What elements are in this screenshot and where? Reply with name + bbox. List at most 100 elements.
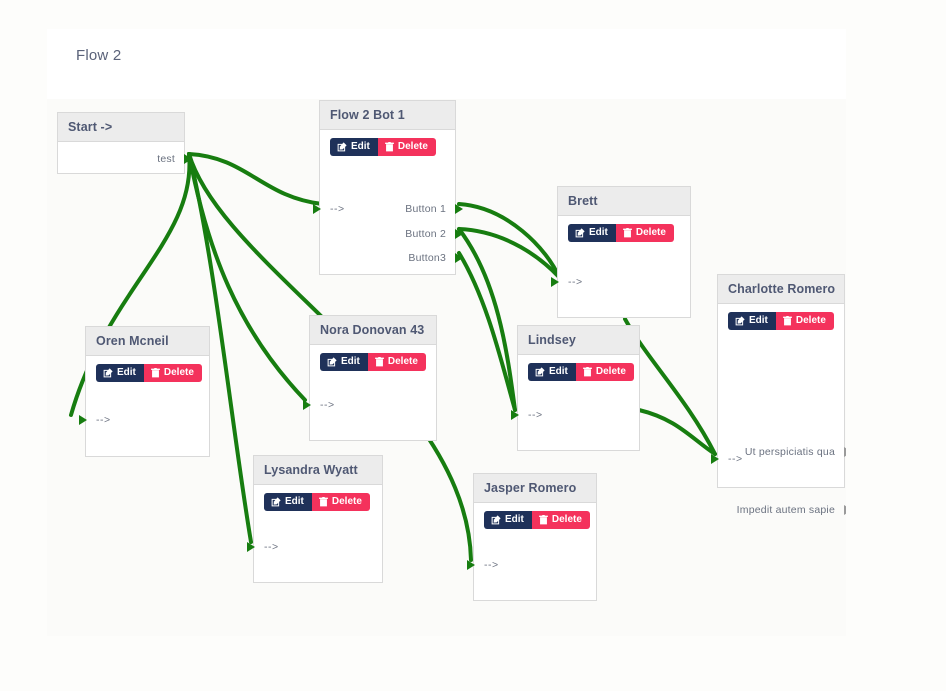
delete-button[interactable]: Delete	[775, 312, 834, 330]
node-body: Edit Delete -->	[247, 485, 382, 580]
delete-button[interactable]: Delete	[575, 363, 634, 381]
node-actions: Edit Delete	[254, 485, 382, 511]
input-port-marker-icon-0[interactable]	[467, 560, 475, 570]
edit-button[interactable]: Edit	[96, 364, 144, 382]
trash-icon	[583, 367, 592, 377]
node-output-port-0[interactable]: test	[157, 153, 175, 165]
flow-edge	[457, 202, 561, 279]
node-actions: Edit Delete	[558, 216, 690, 242]
node-input-port-0[interactable]: -->	[330, 203, 345, 215]
delete-button-label: Delete	[331, 496, 362, 507]
flow-header: Flow 2	[47, 29, 846, 99]
edit-button-label: Edit	[351, 141, 370, 152]
page-title: Flow 2	[76, 47, 122, 64]
delete-button[interactable]: Delete	[377, 138, 436, 156]
edit-button[interactable]: Edit	[528, 363, 576, 381]
node-output-port-1[interactable]: Impedit autem sapie	[736, 504, 835, 516]
edit-button-label: Edit	[285, 496, 304, 507]
flow-node-start[interactable]: Start -> test	[57, 112, 192, 174]
node-body: Edit Delete --> Button 1 Button 2 Button3	[313, 130, 463, 272]
delete-button[interactable]: Delete	[311, 493, 370, 511]
edit-button-label: Edit	[589, 227, 608, 238]
input-port-marker-icon-0[interactable]	[303, 400, 311, 410]
node-title: Brett	[558, 187, 690, 216]
node-title: Start ->	[58, 113, 184, 142]
input-port-marker-icon-0[interactable]	[511, 410, 519, 420]
edit-button[interactable]: Edit	[728, 312, 776, 330]
edit-icon	[327, 357, 337, 367]
flow-edge	[457, 227, 517, 412]
output-port-marker-icon-0[interactable]	[455, 204, 463, 214]
output-port-marker-icon-0[interactable]	[184, 154, 192, 164]
output-port-marker-icon-1[interactable]	[455, 229, 463, 239]
edit-button[interactable]: Edit	[264, 493, 312, 511]
edit-icon	[575, 228, 585, 238]
edit-button-label: Edit	[341, 356, 360, 367]
edit-button[interactable]: Edit	[320, 353, 368, 371]
node-output-port-1[interactable]: Button 2	[405, 228, 446, 240]
edit-icon	[535, 367, 545, 377]
node-input-port-0[interactable]: -->	[96, 414, 111, 426]
node-actions: Edit Delete	[718, 304, 844, 330]
delete-button[interactable]: Delete	[143, 364, 202, 382]
delete-button-label: Delete	[397, 141, 428, 152]
node-title: Oren Mcneil	[86, 327, 209, 356]
delete-button[interactable]: Delete	[367, 353, 426, 371]
edit-button[interactable]: Edit	[484, 511, 532, 529]
delete-button[interactable]: Delete	[615, 224, 674, 242]
flow-edge	[457, 251, 517, 412]
delete-button[interactable]: Delete	[531, 511, 590, 529]
node-input-port-0[interactable]: -->	[320, 399, 335, 411]
delete-button-label: Delete	[551, 514, 582, 525]
trash-icon	[151, 368, 160, 378]
node-body: Edit Delete -->	[551, 216, 690, 315]
node-actions: Edit Delete	[518, 355, 639, 381]
node-body: Edit Delete -->	[511, 355, 639, 448]
node-output-port-2[interactable]: Button3	[408, 252, 446, 264]
delete-button-label: Delete	[387, 356, 418, 367]
node-title: Lysandra Wyatt	[254, 456, 382, 485]
edit-button-label: Edit	[549, 366, 568, 377]
edit-button[interactable]: Edit	[568, 224, 616, 242]
node-input-port-0[interactable]: -->	[264, 541, 279, 553]
edit-button[interactable]: Edit	[330, 138, 378, 156]
node-title: Charlotte Romero	[718, 275, 844, 304]
input-port-marker-icon-0[interactable]	[313, 204, 321, 214]
node-body: Edit Delete -->	[467, 503, 596, 598]
output-port-marker-icon-1[interactable]	[844, 505, 846, 515]
edit-icon	[271, 497, 281, 507]
node-output-port-0[interactable]: Button 1	[405, 203, 446, 215]
node-input-port-0[interactable]: -->	[484, 559, 499, 571]
output-port-marker-icon-0[interactable]	[844, 447, 846, 457]
node-body: test	[58, 142, 192, 171]
trash-icon	[375, 357, 384, 367]
input-port-marker-icon-0[interactable]	[711, 454, 719, 464]
delete-button-label: Delete	[595, 366, 626, 377]
edit-button-label: Edit	[505, 514, 524, 525]
node-actions: Edit Delete	[474, 503, 596, 529]
node-body: Edit Delete -->	[303, 345, 436, 438]
node-title: Lindsey	[518, 326, 639, 355]
node-title: Jasper Romero	[474, 474, 596, 503]
trash-icon	[783, 316, 792, 326]
input-port-marker-icon-0[interactable]	[79, 415, 87, 425]
node-input-port-0[interactable]: -->	[528, 409, 543, 421]
delete-button-label: Delete	[795, 315, 826, 326]
input-port-marker-icon-0[interactable]	[551, 277, 559, 287]
edit-icon	[491, 515, 501, 525]
node-output-port-0[interactable]: Ut perspiciatis qua	[744, 446, 835, 458]
node-input-port-0[interactable]: -->	[568, 276, 583, 288]
node-input-port-0[interactable]: -->	[728, 453, 743, 465]
input-port-marker-icon-0[interactable]	[247, 542, 255, 552]
output-port-marker-icon-2[interactable]	[455, 253, 463, 263]
